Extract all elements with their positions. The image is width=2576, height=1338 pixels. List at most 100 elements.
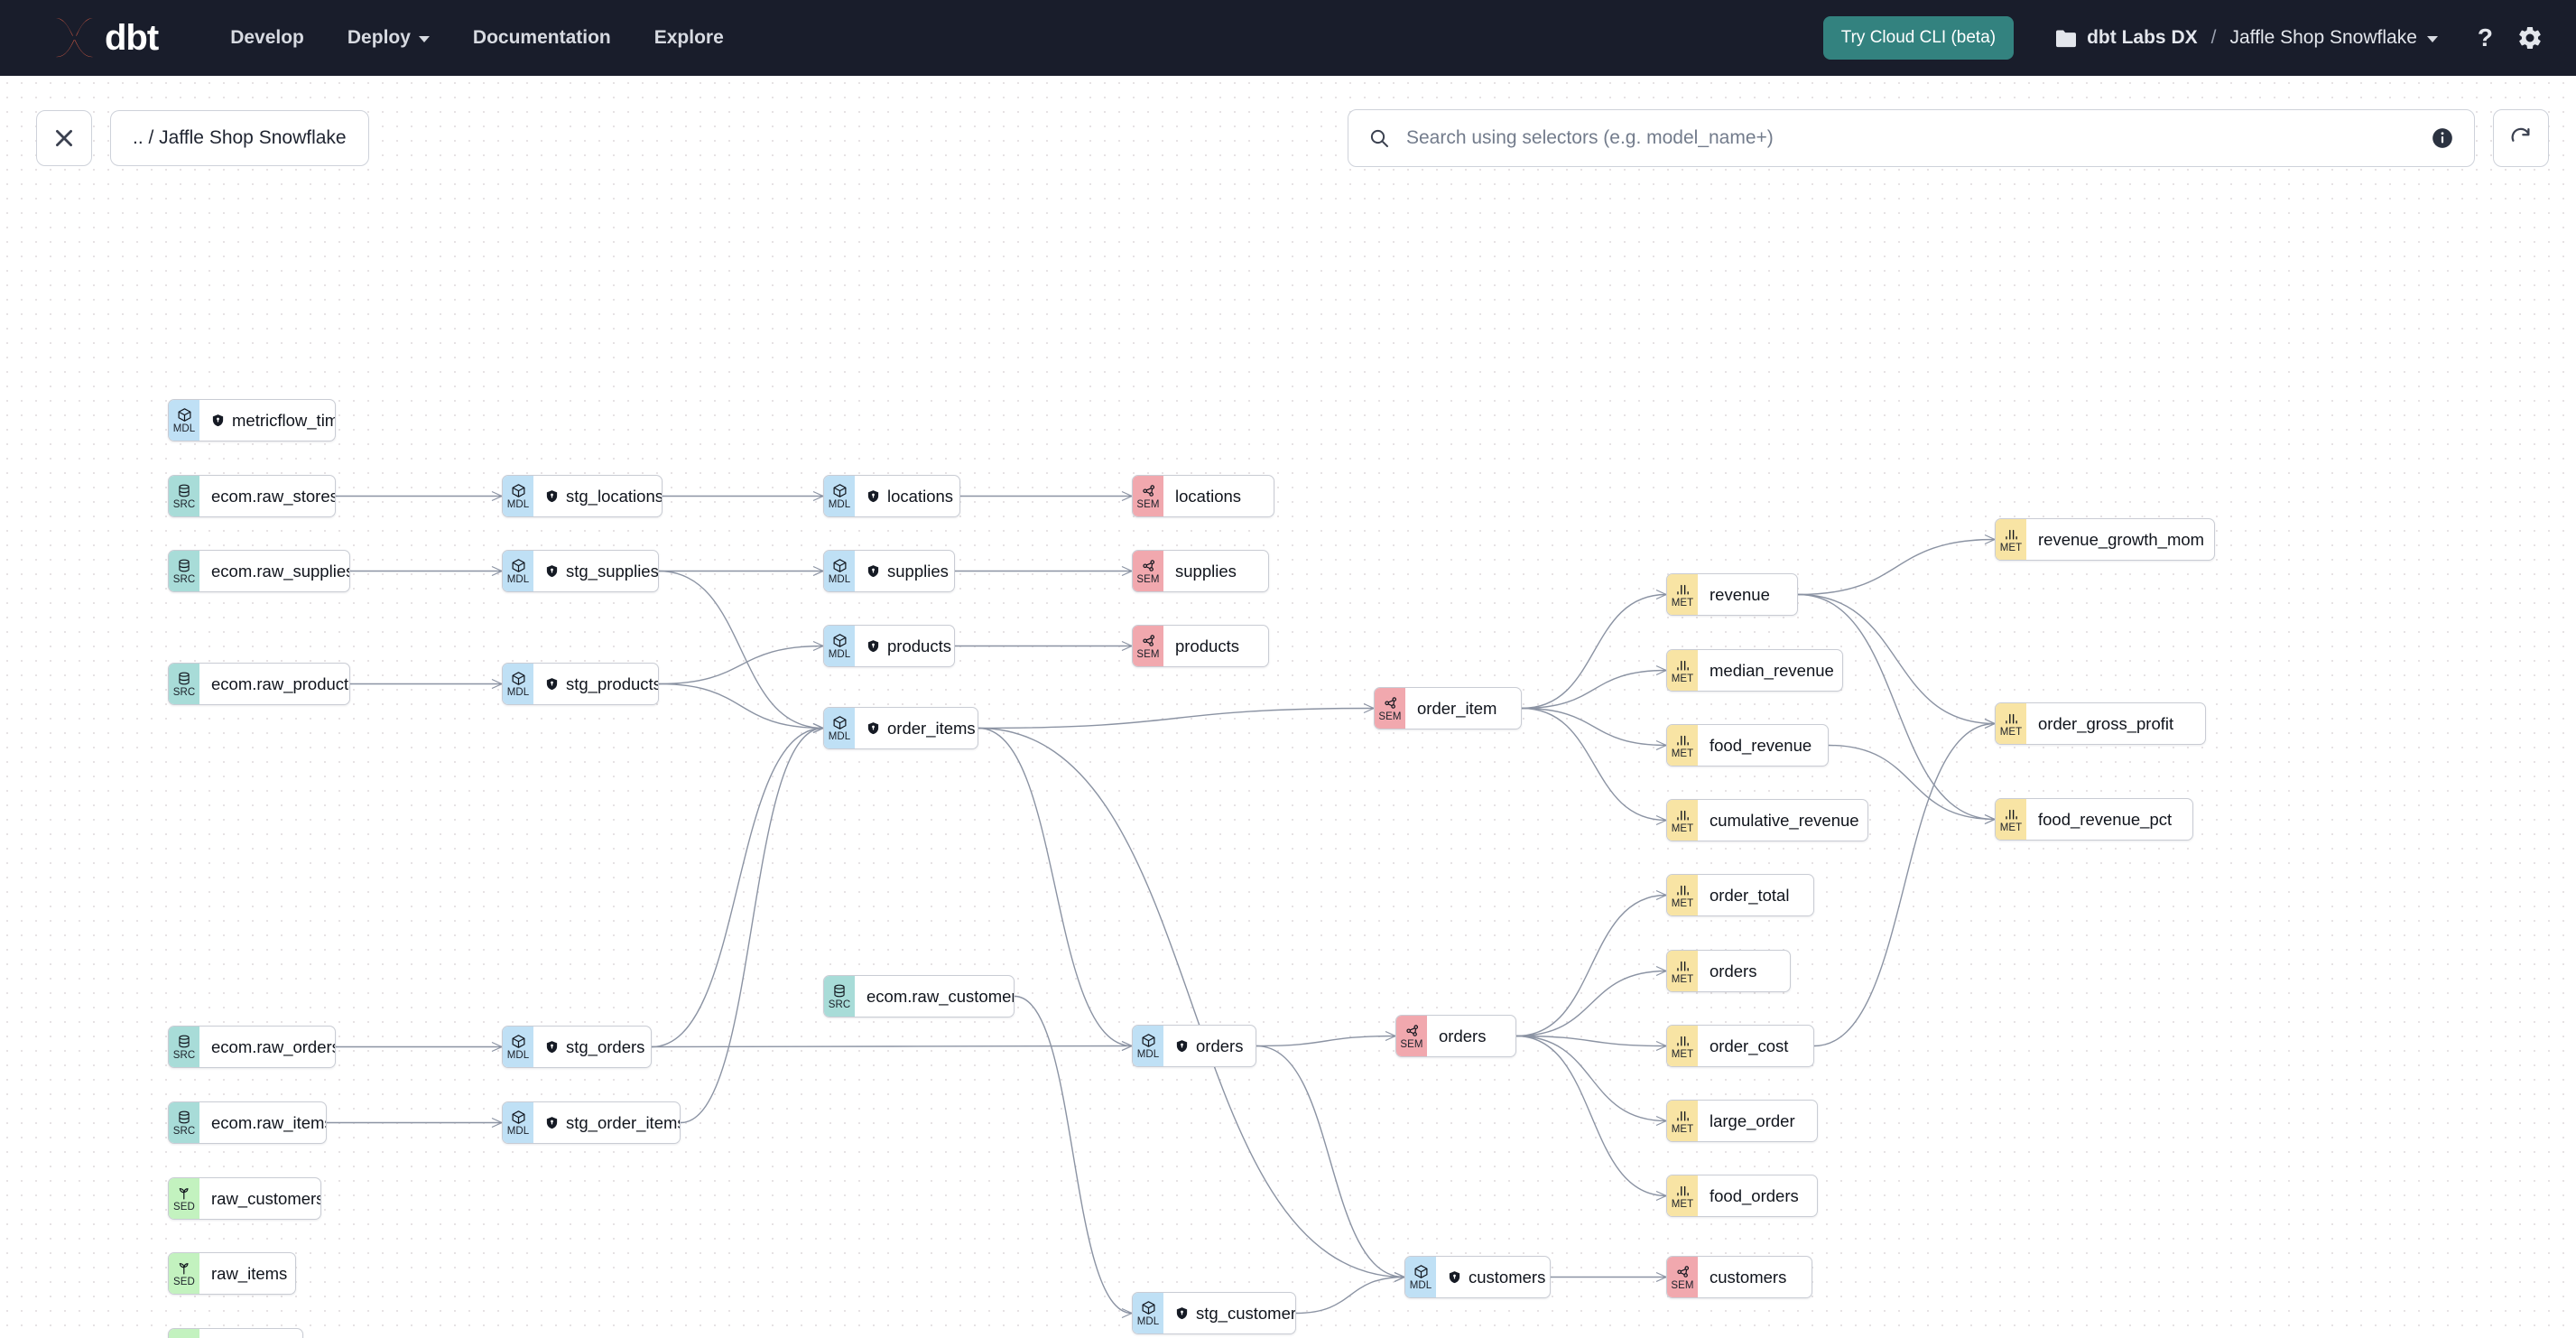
help-icon[interactable]: ? [2477, 23, 2493, 51]
node-type-badge-met: MET [1667, 650, 1698, 691]
node-body: food_revenue [1698, 725, 1828, 766]
lineage-edge [1521, 669, 1667, 710]
close-button[interactable] [36, 110, 92, 166]
node-body: products [855, 626, 954, 666]
node-label: customers [1710, 1267, 1787, 1287]
lineage-edge [1295, 1276, 1405, 1315]
nav-right-group: Try Cloud CLI (beta) dbt Labs DX / Jaffl… [1822, 16, 2551, 60]
folder-icon [2056, 30, 2077, 47]
seedling-icon [177, 1260, 192, 1276]
dbt-logo-icon [56, 18, 93, 58]
lineage-edge [1515, 970, 1667, 1037]
node-type-label: MET [1671, 748, 1694, 759]
lineage-toolbar: .. / Jaffle Shop Snowflake [0, 76, 2576, 167]
lineage-edge [651, 1045, 1133, 1048]
node-body: revenue [1698, 574, 1797, 615]
seedling-icon [177, 1185, 192, 1201]
bar-chart-icon [1675, 657, 1691, 673]
node-body: ecom.raw_items [199, 1102, 326, 1143]
node-label: median_revenue [1710, 660, 1834, 680]
public-access-shield-icon [545, 488, 559, 504]
node-body: products [1163, 626, 1268, 666]
node-body: median_revenue [1698, 650, 1842, 691]
node-type-label: MET [1671, 1049, 1694, 1060]
node-body: order_cost [1698, 1026, 1813, 1066]
node-type-label: SEM [1378, 711, 1402, 722]
node-body: stg_products [533, 664, 658, 704]
refresh-button[interactable] [2493, 109, 2549, 167]
graph-breadcrumb[interactable]: .. / Jaffle Shop Snowflake [110, 110, 369, 166]
lineage-node-met_food_revenue[interactable]: MET food_revenue [1666, 724, 1829, 767]
lineage-edge [1521, 707, 1667, 822]
node-type-badge-mdl: MDL [824, 551, 855, 591]
lineage-node-met_food_orders[interactable]: MET food_orders [1666, 1175, 1818, 1217]
dbt-logo[interactable]: dbt [51, 15, 159, 60]
info-icon[interactable] [2431, 126, 2454, 150]
lineage-edge [680, 727, 824, 1124]
graph-breadcrumb-label: .. / Jaffle Shop Snowflake [133, 127, 347, 148]
search-box[interactable] [1348, 109, 2475, 167]
lineage-node-met_order_cost[interactable]: MET order_cost [1666, 1025, 1814, 1067]
nav-link-explore[interactable]: Explore [654, 27, 724, 49]
node-type-label: SRC [172, 687, 196, 698]
public-access-shield-icon [1175, 1038, 1189, 1054]
node-label: order_cost [1710, 1036, 1789, 1055]
cube-icon [832, 483, 848, 498]
node-type-label: MET [1671, 1199, 1694, 1210]
nav-link-develop[interactable]: Develop [230, 27, 304, 49]
close-icon [56, 130, 72, 146]
gear-icon[interactable] [2516, 24, 2544, 51]
search-icon [1370, 129, 1388, 147]
node-label: food_orders [1710, 1185, 1799, 1205]
nav-link-documentation[interactable]: Documentation [473, 27, 611, 49]
lineage-edge [1256, 1045, 1405, 1278]
search-input[interactable] [1404, 126, 2431, 150]
node-body: order_total [1698, 875, 1813, 915]
node-label: stg_customers [1196, 1303, 1296, 1323]
lineage-node-met_median_revenue[interactable]: MET median_revenue [1666, 649, 1843, 692]
lineage-edge [1515, 1035, 1667, 1047]
nav-link-deploy[interactable]: Deploy [347, 27, 430, 49]
shield-icon [867, 490, 879, 503]
lineage-graph-canvas[interactable]: MDLmetricflow_time_spineSRCecom.raw_stor… [0, 76, 2576, 1338]
cube-icon [1141, 1300, 1156, 1315]
account-project-breadcrumb[interactable]: dbt Labs DX / Jaffle Shop Snowflake [2055, 27, 2438, 49]
try-cloud-cli-button[interactable]: Try Cloud CLI (beta) [1822, 16, 2015, 60]
